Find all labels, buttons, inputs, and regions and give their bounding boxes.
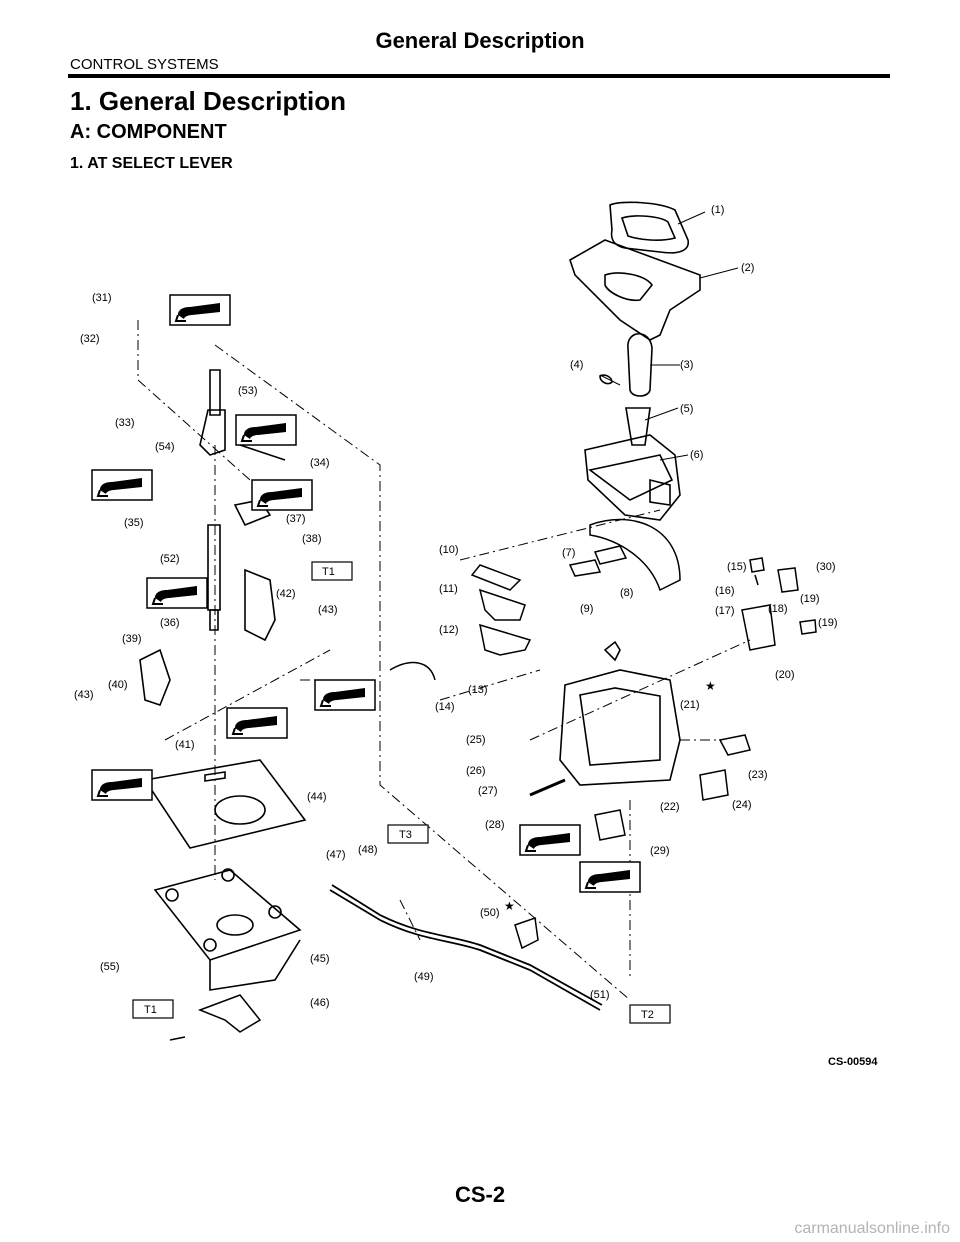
part-label: (55) (100, 961, 120, 973)
part-label: (24) (732, 799, 752, 811)
part-label: (43) (74, 689, 94, 701)
part-label: (20) (775, 669, 795, 681)
part-label: (48) (358, 844, 378, 856)
part-label: (49) (414, 971, 434, 983)
part-label: (46) (310, 997, 330, 1009)
section-label: CONTROL SYSTEMS (70, 56, 219, 73)
part-label: (52) (160, 553, 180, 565)
torque-label: T1 (144, 1004, 157, 1016)
part-label: (6) (690, 449, 703, 461)
part-label: (27) (478, 785, 498, 797)
part-label: (17) (715, 605, 735, 617)
torque-label: T3 (399, 829, 412, 841)
part-label: (42) (276, 588, 296, 600)
part-label: (22) (660, 801, 680, 813)
part-label: (21) (680, 699, 700, 711)
part-label: (10) (439, 544, 459, 556)
part-label: (13) (468, 684, 488, 696)
part-label: (32) (80, 333, 100, 345)
part-label: (30) (816, 561, 836, 573)
part-label: (45) (310, 953, 330, 965)
part-label: (54) (155, 441, 175, 453)
lever-housing (559, 640, 681, 786)
part-label: (50) (480, 907, 500, 919)
part-label: (1) (711, 204, 724, 216)
svg-text:★: ★ (705, 679, 716, 693)
part-label: (53) (238, 385, 258, 397)
svg-text:★: ★ (504, 899, 515, 913)
part-label: (4) (570, 359, 583, 371)
part-label: (35) (124, 517, 144, 529)
part-label: (51) (590, 989, 610, 1001)
figure-id: CS-00594 (828, 1056, 878, 1068)
console-trim-group (569, 201, 701, 341)
part-label: (40) (108, 679, 128, 691)
part-label: (12) (439, 624, 459, 636)
part-label: (19) (818, 617, 838, 629)
subsection-heading: A: COMPONENT (70, 121, 227, 143)
part-label: (39) (122, 633, 142, 645)
part-label: (18) (768, 603, 788, 615)
torque-label: T2 (641, 1009, 654, 1021)
exploded-diagram-svg: T1 T1 T2 T3 ★ ★ (1) (2) (3) (4) (5) (6) … (74, 201, 878, 1068)
part-label: (34) (310, 457, 330, 469)
part-label: (43) (318, 604, 338, 616)
section-heading: 1. General Description (70, 86, 346, 116)
part-label: (28) (485, 819, 505, 831)
torque-label: T1 (322, 566, 335, 578)
part-label: (5) (680, 403, 693, 415)
part-label: (25) (466, 734, 486, 746)
part-label: (38) (302, 533, 322, 545)
part-label: (47) (326, 849, 346, 861)
part-label: (26) (466, 765, 486, 777)
watermark: carmanualsonline.info (794, 1220, 950, 1237)
part-label: (44) (307, 791, 327, 803)
part-label: (2) (741, 262, 754, 274)
part-label: (14) (435, 701, 455, 713)
part-label: (31) (92, 292, 112, 304)
exploded-diagram: T1 T1 T2 T3 ★ ★ (1) (2) (3) (4) (5) (6) … (60, 180, 900, 1080)
part-label: (19) (800, 593, 820, 605)
page-header-title: General Description (375, 28, 585, 53)
component-heading: 1. AT SELECT LEVER (70, 155, 233, 172)
page-number: CS-2 (454, 1182, 506, 1207)
part-label: (8) (620, 587, 633, 599)
part-label: (3) (680, 359, 693, 371)
header-rule (68, 74, 890, 78)
part-label: (33) (115, 417, 135, 429)
part-label: (36) (160, 617, 180, 629)
part-label: (11) (439, 583, 458, 595)
part-label: (29) (650, 845, 670, 857)
part-label: (23) (748, 769, 768, 781)
part-label: (9) (580, 603, 593, 615)
part-label: (7) (562, 547, 575, 559)
part-label: (37) (286, 513, 306, 525)
grease-symbols (91, 294, 641, 893)
part-label: (41) (175, 739, 195, 751)
part-label: (16) (715, 585, 735, 597)
part-labels: (1) (2) (3) (4) (5) (6) (7) (8) (9) (10)… (74, 204, 838, 1009)
part-label: (15) (727, 561, 747, 573)
